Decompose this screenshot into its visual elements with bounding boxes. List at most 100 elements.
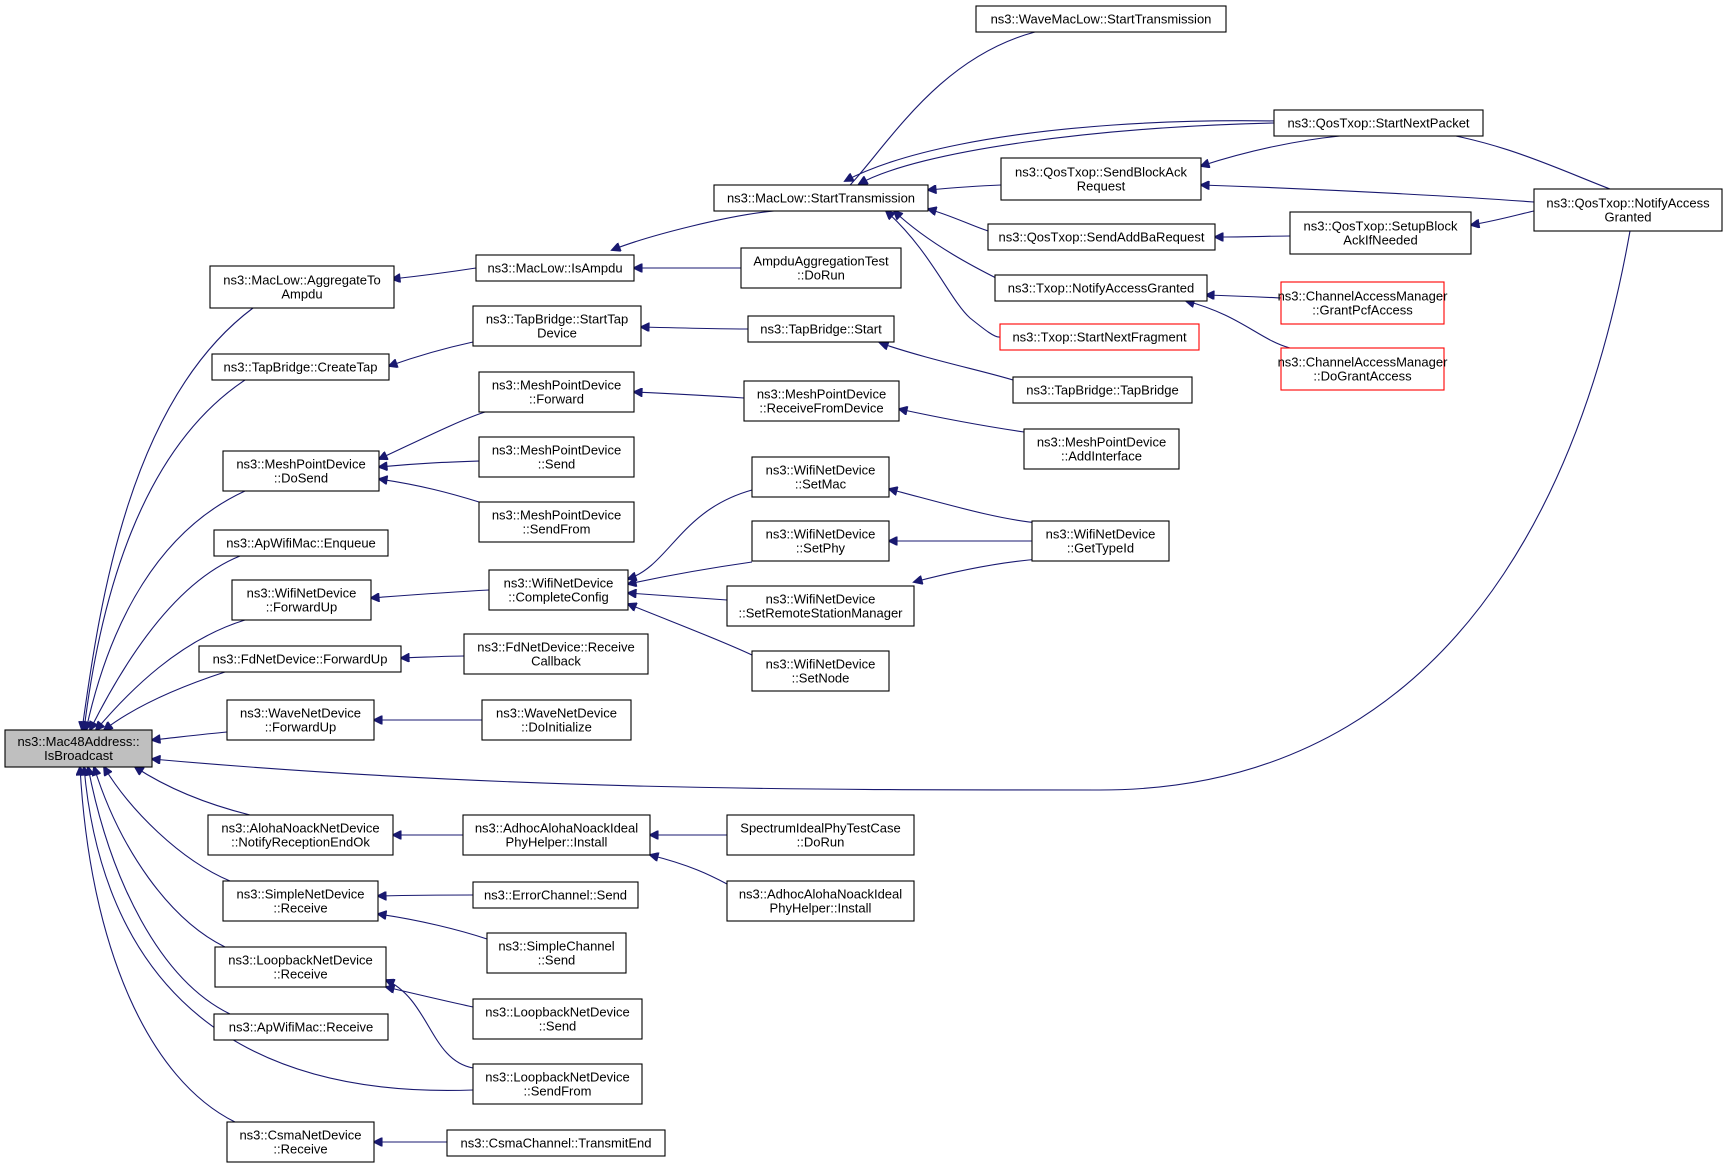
node-label: ns3::LoopbackNetDevice: [228, 953, 373, 968]
node-label: ::Send: [538, 953, 576, 968]
node-simpleReceive[interactable]: ns3::SimpleNetDevice::Receive: [222, 880, 379, 922]
node-wndGetTypeId[interactable]: ns3::WifiNetDevice::GetTypeId: [1031, 520, 1170, 562]
node-txopStartNextFragment[interactable]: ns3::Txop::StartNextFragment: [999, 323, 1200, 351]
node-label: ::SendFrom: [523, 522, 591, 537]
node-box: [1023, 428, 1180, 470]
node-adhocInstall1[interactable]: ns3::AdhocAlohaNoackIdealPhyHelper::Inst…: [462, 814, 651, 856]
node-wndSetNode[interactable]: ns3::WifiNetDevice::SetNode: [751, 650, 890, 692]
node-label: ::DoSend: [274, 471, 328, 486]
node-mpdDoSend[interactable]: ns3::MeshPointDevice::DoSend: [222, 450, 380, 492]
node-csmaTransmitEnd[interactable]: ns3::CsmaChannel::TransmitEnd: [446, 1129, 666, 1157]
node-mpdReceiveFromDevice[interactable]: ns3::MeshPointDevice::ReceiveFromDevice: [743, 380, 900, 422]
node-mpdAddInterface[interactable]: ns3::MeshPointDevice::AddInterface: [1023, 428, 1180, 470]
node-errorChannelSend[interactable]: ns3::ErrorChannel::Send: [472, 881, 639, 909]
node-label: ::ReceiveFromDevice: [759, 401, 883, 416]
edge-sendblockack-to-startx: [928, 184, 1002, 190]
edge-loopsendfrom-to-root: [84, 767, 474, 1092]
node-label: ::SetMac: [795, 477, 847, 492]
node-tapStart[interactable]: ns3::TapBridge::Start: [747, 315, 895, 343]
node-spectrumTest[interactable]: SpectrumIdealPhyTestCase::DoRun: [726, 814, 915, 856]
edge-startnextfragment-to-startx: [886, 211, 1001, 338]
node-box: [751, 520, 890, 562]
node-box: [478, 436, 635, 478]
node-box: [475, 254, 635, 282]
node-waveDoInitialize[interactable]: ns3::WaveNetDevice::DoInitialize: [481, 699, 632, 741]
node-box: [462, 814, 651, 856]
node-csmaReceive[interactable]: ns3::CsmaNetDevice::Receive: [226, 1121, 375, 1163]
node-apEnqueue[interactable]: ns3::ApWifiMac::Enqueue: [213, 529, 389, 557]
node-label: ns3::WaveMacLow::StartTransmission: [991, 12, 1212, 27]
node-label: ::DoInitialize: [521, 720, 592, 735]
node-simpleChannelSend[interactable]: ns3::SimpleChannel::Send: [486, 932, 627, 974]
edge-wndforwardup-to-root: [96, 619, 246, 730]
node-qosNotifyAccess[interactable]: ns3::QosTxop::NotifyAccessGranted: [1533, 188, 1723, 232]
node-label: ns3::TapBridge::StartTap: [486, 312, 628, 327]
node-waveMacLowStartTx[interactable]: ns3::WaveMacLow::StartTransmission: [975, 5, 1227, 33]
node-camGrantPcf[interactable]: ns3::ChannelAccessManager::GrantPcfAcces…: [1278, 281, 1448, 325]
node-wndSetRsm[interactable]: ns3::WifiNetDevice::SetRemoteStationMana…: [726, 585, 915, 627]
node-alohaNotify[interactable]: ns3::AlohaNoackNetDevice::NotifyReceptio…: [207, 814, 394, 856]
node-tapTapBridge[interactable]: ns3::TapBridge::TapBridge: [1012, 376, 1193, 404]
node-label: ns3::WifiNetDevice: [766, 592, 876, 607]
node-macLowStartTx[interactable]: ns3::MacLow::StartTransmission: [713, 184, 929, 212]
node-label: ns3::AdhocAlohaNoackIdeal: [739, 887, 902, 902]
edge-setmac-to-completeconfig: [628, 489, 753, 579]
edge-errorchannel-to-simplereceive: [378, 895, 474, 896]
node-mpdForward[interactable]: ns3::MeshPointDevice::Forward: [478, 371, 635, 413]
node-isAmpdu[interactable]: ns3::MacLow::IsAmpdu: [475, 254, 635, 282]
node-label: ns3::QosTxop::NotifyAccess: [1546, 196, 1710, 211]
node-box: [1289, 211, 1472, 255]
node-mpdSendFrom[interactable]: ns3::MeshPointDevice::SendFrom: [478, 501, 635, 543]
node-label: ::GrantPcfAccess: [1312, 303, 1413, 318]
node-loopSendFrom[interactable]: ns3::LoopbackNetDevice::SendFrom: [472, 1063, 643, 1105]
node-qosSendAddBa[interactable]: ns3::QosTxop::SendAddBaRequest: [987, 223, 1216, 251]
node-box: [726, 814, 915, 856]
node-box: [1533, 188, 1723, 232]
node-fdForwardUp[interactable]: ns3::FdNetDevice::ForwardUp: [198, 645, 402, 673]
node-label: ns3::TapBridge::Start: [760, 322, 882, 337]
edge-layer: [80, 31, 1631, 1142]
node-label: ::Forward: [529, 392, 584, 407]
node-box: [740, 247, 902, 289]
node-box: [994, 274, 1208, 302]
node-label: ::ForwardUp: [266, 600, 338, 615]
node-camDoGrant[interactable]: ns3::ChannelAccessManager::DoGrantAccess: [1278, 347, 1448, 391]
node-waveForwardUp[interactable]: ns3::WaveNetDevice::ForwardUp: [226, 699, 375, 741]
node-wndSetPhy[interactable]: ns3::WifiNetDevice::SetPhy: [751, 520, 890, 562]
node-label: ns3::MeshPointDevice: [492, 443, 621, 458]
node-wndForwardUp[interactable]: ns3::WifiNetDevice::ForwardUp: [231, 579, 372, 621]
node-label: ns3::AdhocAlohaNoackIdeal: [475, 821, 638, 836]
node-label: PhyHelper::Install: [506, 835, 608, 850]
edge-notifyaccess-to-root: [152, 230, 1631, 791]
node-label: ns3::WifiNetDevice: [766, 527, 876, 542]
node-tapCreateTap[interactable]: ns3::TapBridge::CreateTap: [211, 353, 390, 381]
node-wndCompleteConfig[interactable]: ns3::WifiNetDevice::CompleteConfig: [488, 569, 629, 611]
node-label: ns3::QosTxop::StartNextPacket: [1287, 116, 1469, 131]
node-label: Granted: [1605, 210, 1652, 225]
node-ampduAggTest[interactable]: AmpduAggregationTest::DoRun: [740, 247, 902, 289]
node-loopSend[interactable]: ns3::LoopbackNetDevice::Send: [472, 998, 643, 1040]
node-label: ns3::WifiNetDevice: [766, 463, 876, 478]
edge-receivefromdevice-to-forward: [634, 392, 745, 399]
edge-txopnotify-to-startx: [894, 211, 1001, 281]
node-box: [999, 323, 1200, 351]
edge-apreceive-to-root: [88, 767, 231, 1015]
node-root[interactable]: ns3::Mac48Address::IsBroadcast: [4, 729, 153, 768]
node-apReceive[interactable]: ns3::ApWifiMac::Receive: [213, 1013, 389, 1041]
node-txopNotifyAccess[interactable]: ns3::Txop::NotifyAccessGranted: [994, 274, 1208, 302]
node-wndSetMac[interactable]: ns3::WifiNetDevice::SetMac: [751, 456, 890, 498]
edge-simplechannel-to-simplereceive: [378, 914, 488, 940]
node-mpdSend[interactable]: ns3::MeshPointDevice::Send: [478, 436, 635, 478]
node-box: [751, 456, 890, 498]
node-label: ::Receive: [273, 901, 327, 916]
node-adhocInstall2[interactable]: ns3::AdhocAlohaNoackIdealPhyHelper::Inst…: [726, 880, 915, 922]
node-label: ns3::WifiNetDevice: [1046, 527, 1156, 542]
node-label: ns3::ErrorChannel::Send: [484, 888, 627, 903]
node-qosStartNextPacket[interactable]: ns3::QosTxop::StartNextPacket: [1273, 109, 1484, 137]
node-loopReceive[interactable]: ns3::LoopbackNetDevice::Receive: [214, 946, 387, 988]
